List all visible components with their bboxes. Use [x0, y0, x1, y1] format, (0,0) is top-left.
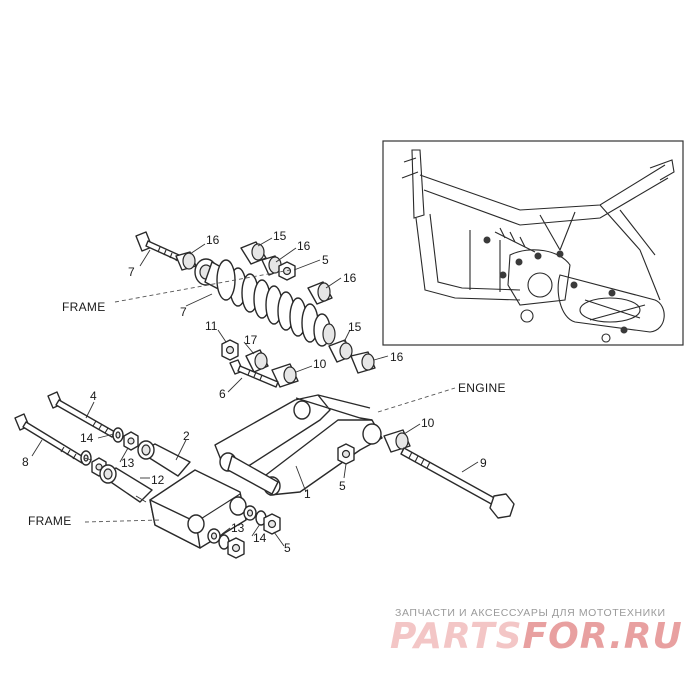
part-5-nut-c: [227, 537, 245, 559]
part-6-bolt: [229, 359, 279, 388]
part-9-axle-bolt: [400, 447, 515, 519]
frame-inset: [382, 140, 684, 346]
callout-11: 11: [205, 319, 218, 333]
part-2-bracket: [149, 469, 247, 549]
reference-lines: [84, 269, 456, 523]
part-16-spacer-c: [307, 281, 333, 305]
part-10-spacer-b: [383, 429, 411, 453]
callout-2: 2: [183, 429, 190, 443]
callout-14-a: 14: [80, 431, 94, 445]
part-11-nut: [221, 339, 239, 361]
watermark-logo: PARTSFOR.RU: [390, 616, 683, 657]
part-3-shock-absorber: [204, 259, 336, 347]
callout-16-c: 16: [343, 271, 357, 285]
leader-lines: [31, 237, 479, 547]
text-tags: FRAME ENGINE FRAME: [28, 300, 506, 528]
part-15-spacer-b: [328, 339, 353, 363]
watermark-logo-right: FOR.RU: [523, 616, 683, 657]
watermark: ЗАПЧАСТИ И АКСЕССУАРЫ ДЛЯ МОТОТЕХНИКИ PA…: [390, 607, 683, 657]
label-frame-bottom: FRAME: [28, 514, 72, 528]
callout-3: 7: [180, 305, 187, 319]
label-engine: ENGINE: [458, 381, 506, 395]
callout-16-b: 16: [297, 239, 311, 253]
part-16-spacer-d: [350, 351, 376, 374]
callout-5-c: 5: [284, 541, 291, 555]
callout-10-a: 10: [313, 357, 327, 371]
part-12-collar-b: [99, 464, 153, 503]
callout-16-d: 16: [390, 350, 404, 364]
callout-14-c: 14: [253, 531, 267, 545]
callout-9: 9: [480, 456, 487, 470]
part-15-spacer-a: [240, 241, 267, 265]
callout-16-a: 16: [206, 233, 220, 247]
part-13-washer-c: [207, 528, 221, 544]
callout-15-a: 15: [273, 229, 287, 243]
inset-frame-drawing: [401, 149, 675, 343]
callout-13-c: 13: [231, 521, 245, 535]
part-1-engine-hanger: [214, 394, 383, 496]
part-17-collar: [245, 349, 269, 373]
callout-13-a: 13: [121, 456, 135, 470]
label-frame-top: FRAME: [62, 300, 106, 314]
callout-5-a: 5: [322, 253, 329, 267]
callout-6: 6: [219, 387, 226, 401]
part-16-spacer-a: [175, 251, 197, 271]
part-14-washer-a: [112, 427, 124, 443]
part-5-nut-d: [263, 513, 281, 535]
part-4-bolt: [47, 391, 116, 438]
part-13-washer-a: [123, 431, 139, 451]
callout-10-b: 10: [421, 416, 435, 430]
callout-4: 4: [90, 389, 97, 403]
part-5-nut-a: [278, 261, 296, 281]
callout-5-b: 5: [339, 479, 346, 493]
inset-hardware-dots: [483, 236, 628, 334]
callout-numbers: 7 7 16 15 16 5 16 15 16 11 17 10 6 10 9 …: [22, 229, 487, 555]
callout-7: 7: [128, 265, 135, 279]
part-13-washer-d: [243, 505, 257, 521]
callout-8: 8: [22, 455, 29, 469]
callout-17: 17: [244, 333, 258, 347]
part-14-washer-b: [80, 450, 92, 466]
part-5-nut-b: [337, 443, 355, 465]
watermark-tagline: ЗАПЧАСТИ И АКСЕССУАРЫ ДЛЯ МОТОТЕХНИКИ: [395, 607, 666, 619]
callout-1: 1: [304, 487, 311, 501]
callout-15-b: 15: [348, 320, 362, 334]
part-12-collar-a: [137, 440, 191, 477]
watermark-logo-left: PARTS: [390, 616, 523, 657]
callout-12-a: 12: [151, 473, 165, 487]
